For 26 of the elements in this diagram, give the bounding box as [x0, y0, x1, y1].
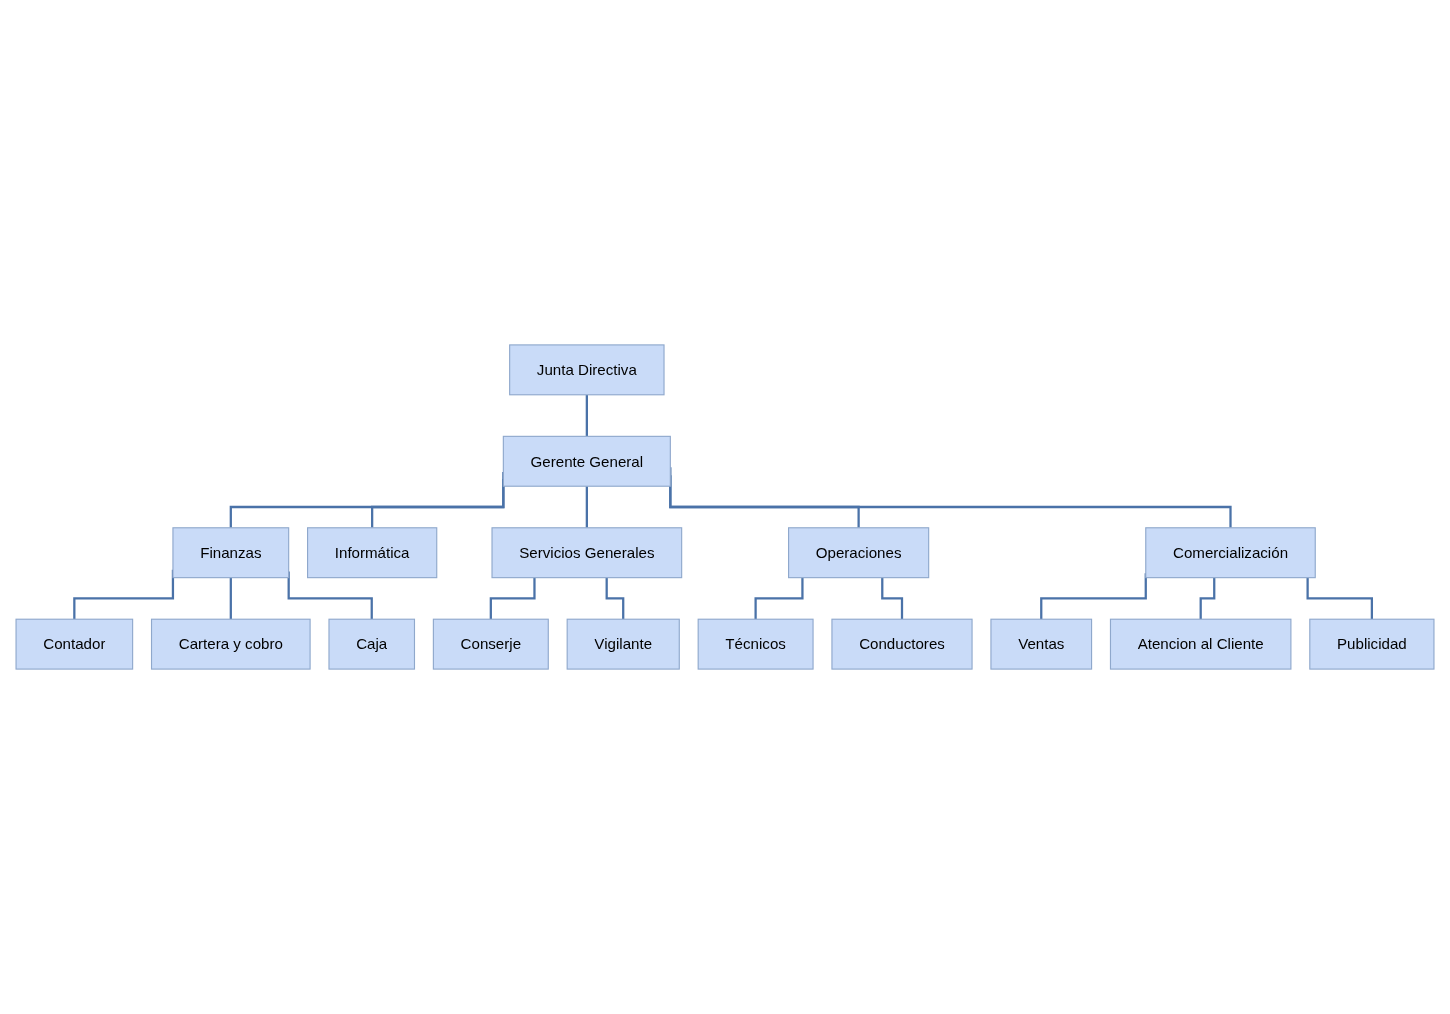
node-box: Comercialización — [1145, 527, 1316, 579]
connector — [1199, 577, 1216, 621]
connector — [585, 394, 588, 438]
node-box: Informática — [307, 527, 438, 579]
node-box: Finanzas — [172, 527, 290, 579]
node-box: Junta Directiva — [509, 344, 665, 396]
node-box: Ventas — [990, 618, 1093, 670]
connector — [585, 486, 588, 529]
connector — [489, 577, 536, 621]
connector — [754, 577, 804, 621]
node-box: Gerente General — [502, 435, 671, 487]
node-box: Atencion al Cliente — [1109, 618, 1292, 670]
node-box: Operaciones — [788, 527, 930, 579]
node-box: Conductores — [831, 618, 973, 670]
node-box: Vigilante — [566, 618, 680, 670]
node-box: Conserje — [432, 618, 549, 670]
node-box: Servicios Generales — [491, 527, 683, 579]
connector — [605, 577, 625, 621]
node-box: Caja — [328, 618, 416, 670]
node-box: Contador — [15, 618, 134, 670]
node-box: Publicidad — [1309, 618, 1435, 670]
node-box: Cartera y cobro — [150, 618, 311, 670]
connector — [1306, 577, 1373, 621]
connector — [881, 577, 904, 621]
node-box: Técnicos — [697, 618, 814, 670]
connector — [229, 577, 232, 621]
